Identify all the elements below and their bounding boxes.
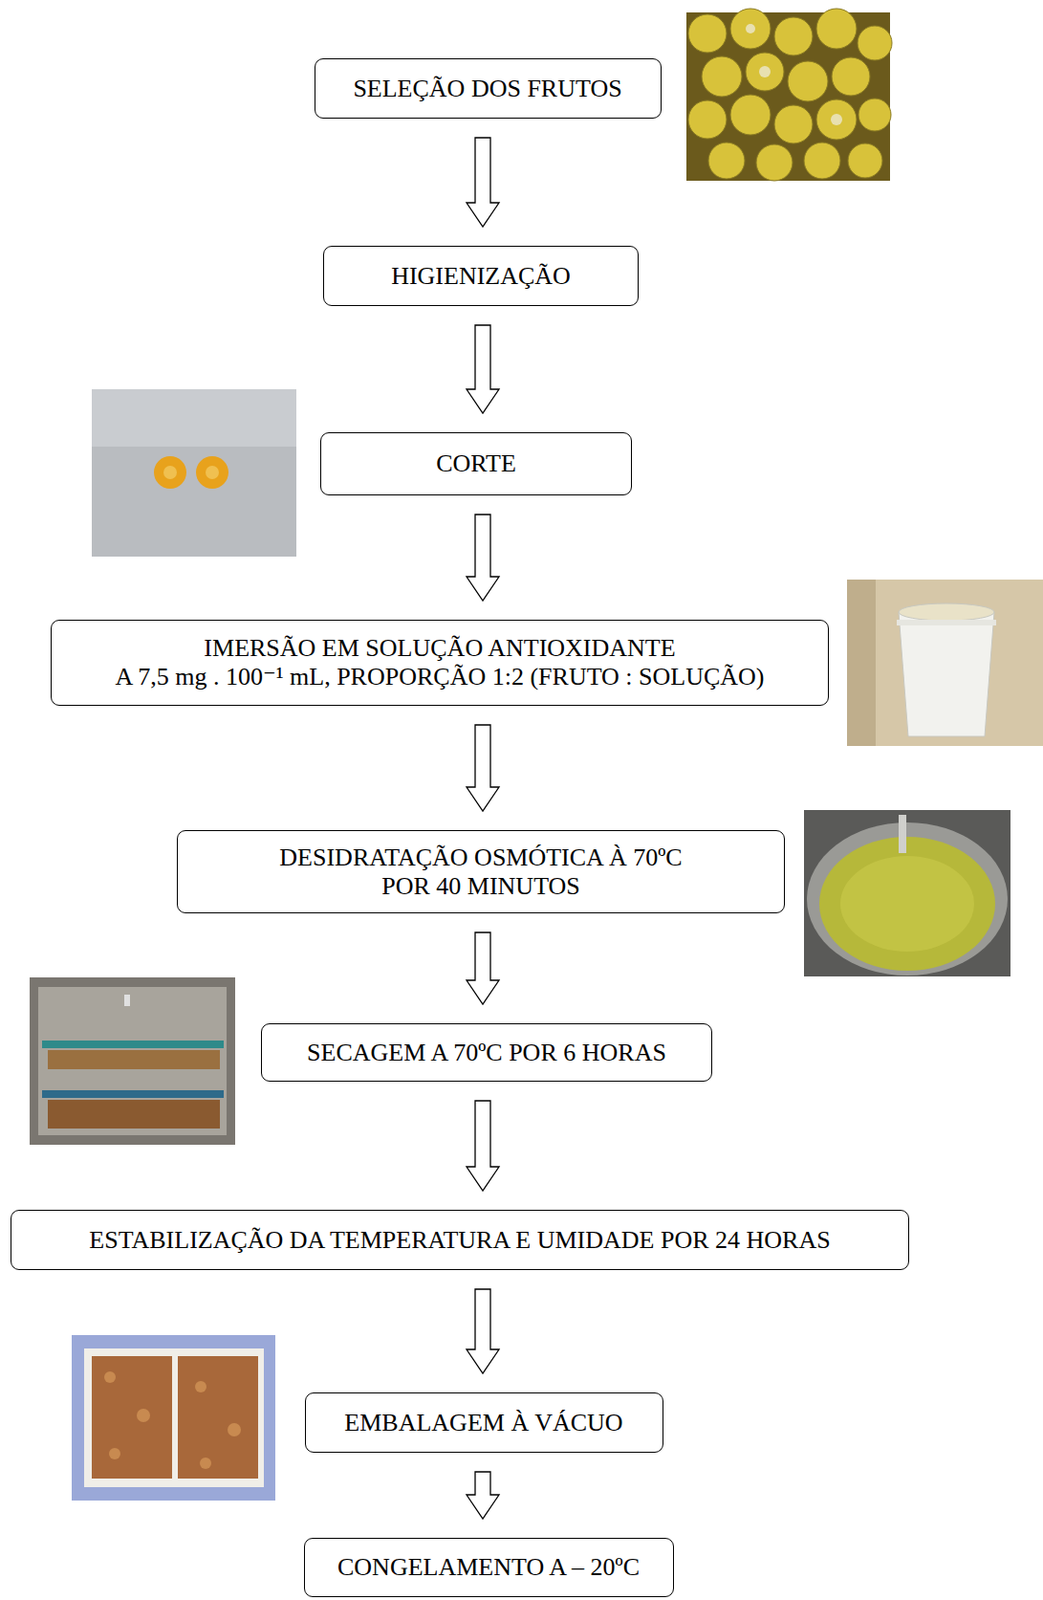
step-text: CONGELAMENTO A – 20ºC	[337, 1552, 640, 1582]
cut-fruit-photo	[91, 389, 297, 557]
package-photo	[71, 1334, 276, 1500]
step-text: EMBALAGEM À VÁCUO	[344, 1408, 623, 1437]
flow-arrow	[466, 724, 500, 811]
pan-photo	[803, 809, 1011, 977]
flow-arrow	[466, 325, 500, 413]
step-text: ESTABILIZAÇÃO DA TEMPERATURA E UMIDADE P…	[88, 1225, 830, 1255]
process-box: SELEÇÃO DOS FRUTOS	[314, 58, 662, 119]
process-box: EMBALAGEM À VÁCUO	[304, 1391, 664, 1453]
step-text: IMERSÃO EM SOLUÇÃO ANTIOXIDANTE	[203, 633, 675, 663]
step-text: DESIDRATAÇÃO OSMÓTICA À 70ºC	[279, 843, 682, 872]
flow-arrow	[466, 932, 500, 1004]
flow-arrow	[466, 1100, 500, 1191]
step-text: SELEÇÃO DOS FRUTOS	[352, 74, 622, 104]
bucket-photo	[847, 579, 1043, 746]
process-box: CONGELAMENTO A – 20ºC	[304, 1537, 674, 1597]
step-text: A 7,5 mg . 100⁻¹ mL, PROPORÇÃO 1:2 (FRUT…	[114, 662, 764, 692]
process-box: HIGIENIZAÇÃO	[323, 245, 639, 306]
oven-photo	[29, 977, 236, 1145]
process-box: IMERSÃO EM SOLUÇÃO ANTIOXIDANTEA 7,5 mg …	[50, 619, 829, 706]
flow-arrow	[466, 1288, 500, 1373]
step-text: SECAGEM A 70ºC POR 6 HORAS	[306, 1038, 667, 1067]
process-box: ESTABILIZAÇÃO DA TEMPERATURA E UMIDADE P…	[10, 1209, 910, 1270]
fruit-photo	[686, 8, 892, 181]
flow-arrow	[466, 137, 500, 227]
process-box: DESIDRATAÇÃO OSMÓTICA À 70ºCPOR 40 MINUT…	[176, 829, 785, 913]
flow-arrow	[466, 1471, 500, 1519]
process-box: CORTE	[320, 432, 632, 496]
process-box: SECAGEM A 70ºC POR 6 HORAS	[260, 1022, 713, 1082]
step-text: POR 40 MINUTOS	[381, 871, 581, 901]
flow-arrow	[466, 514, 500, 601]
step-text: CORTE	[435, 449, 517, 479]
step-text: HIGIENIZAÇÃO	[391, 261, 571, 291]
